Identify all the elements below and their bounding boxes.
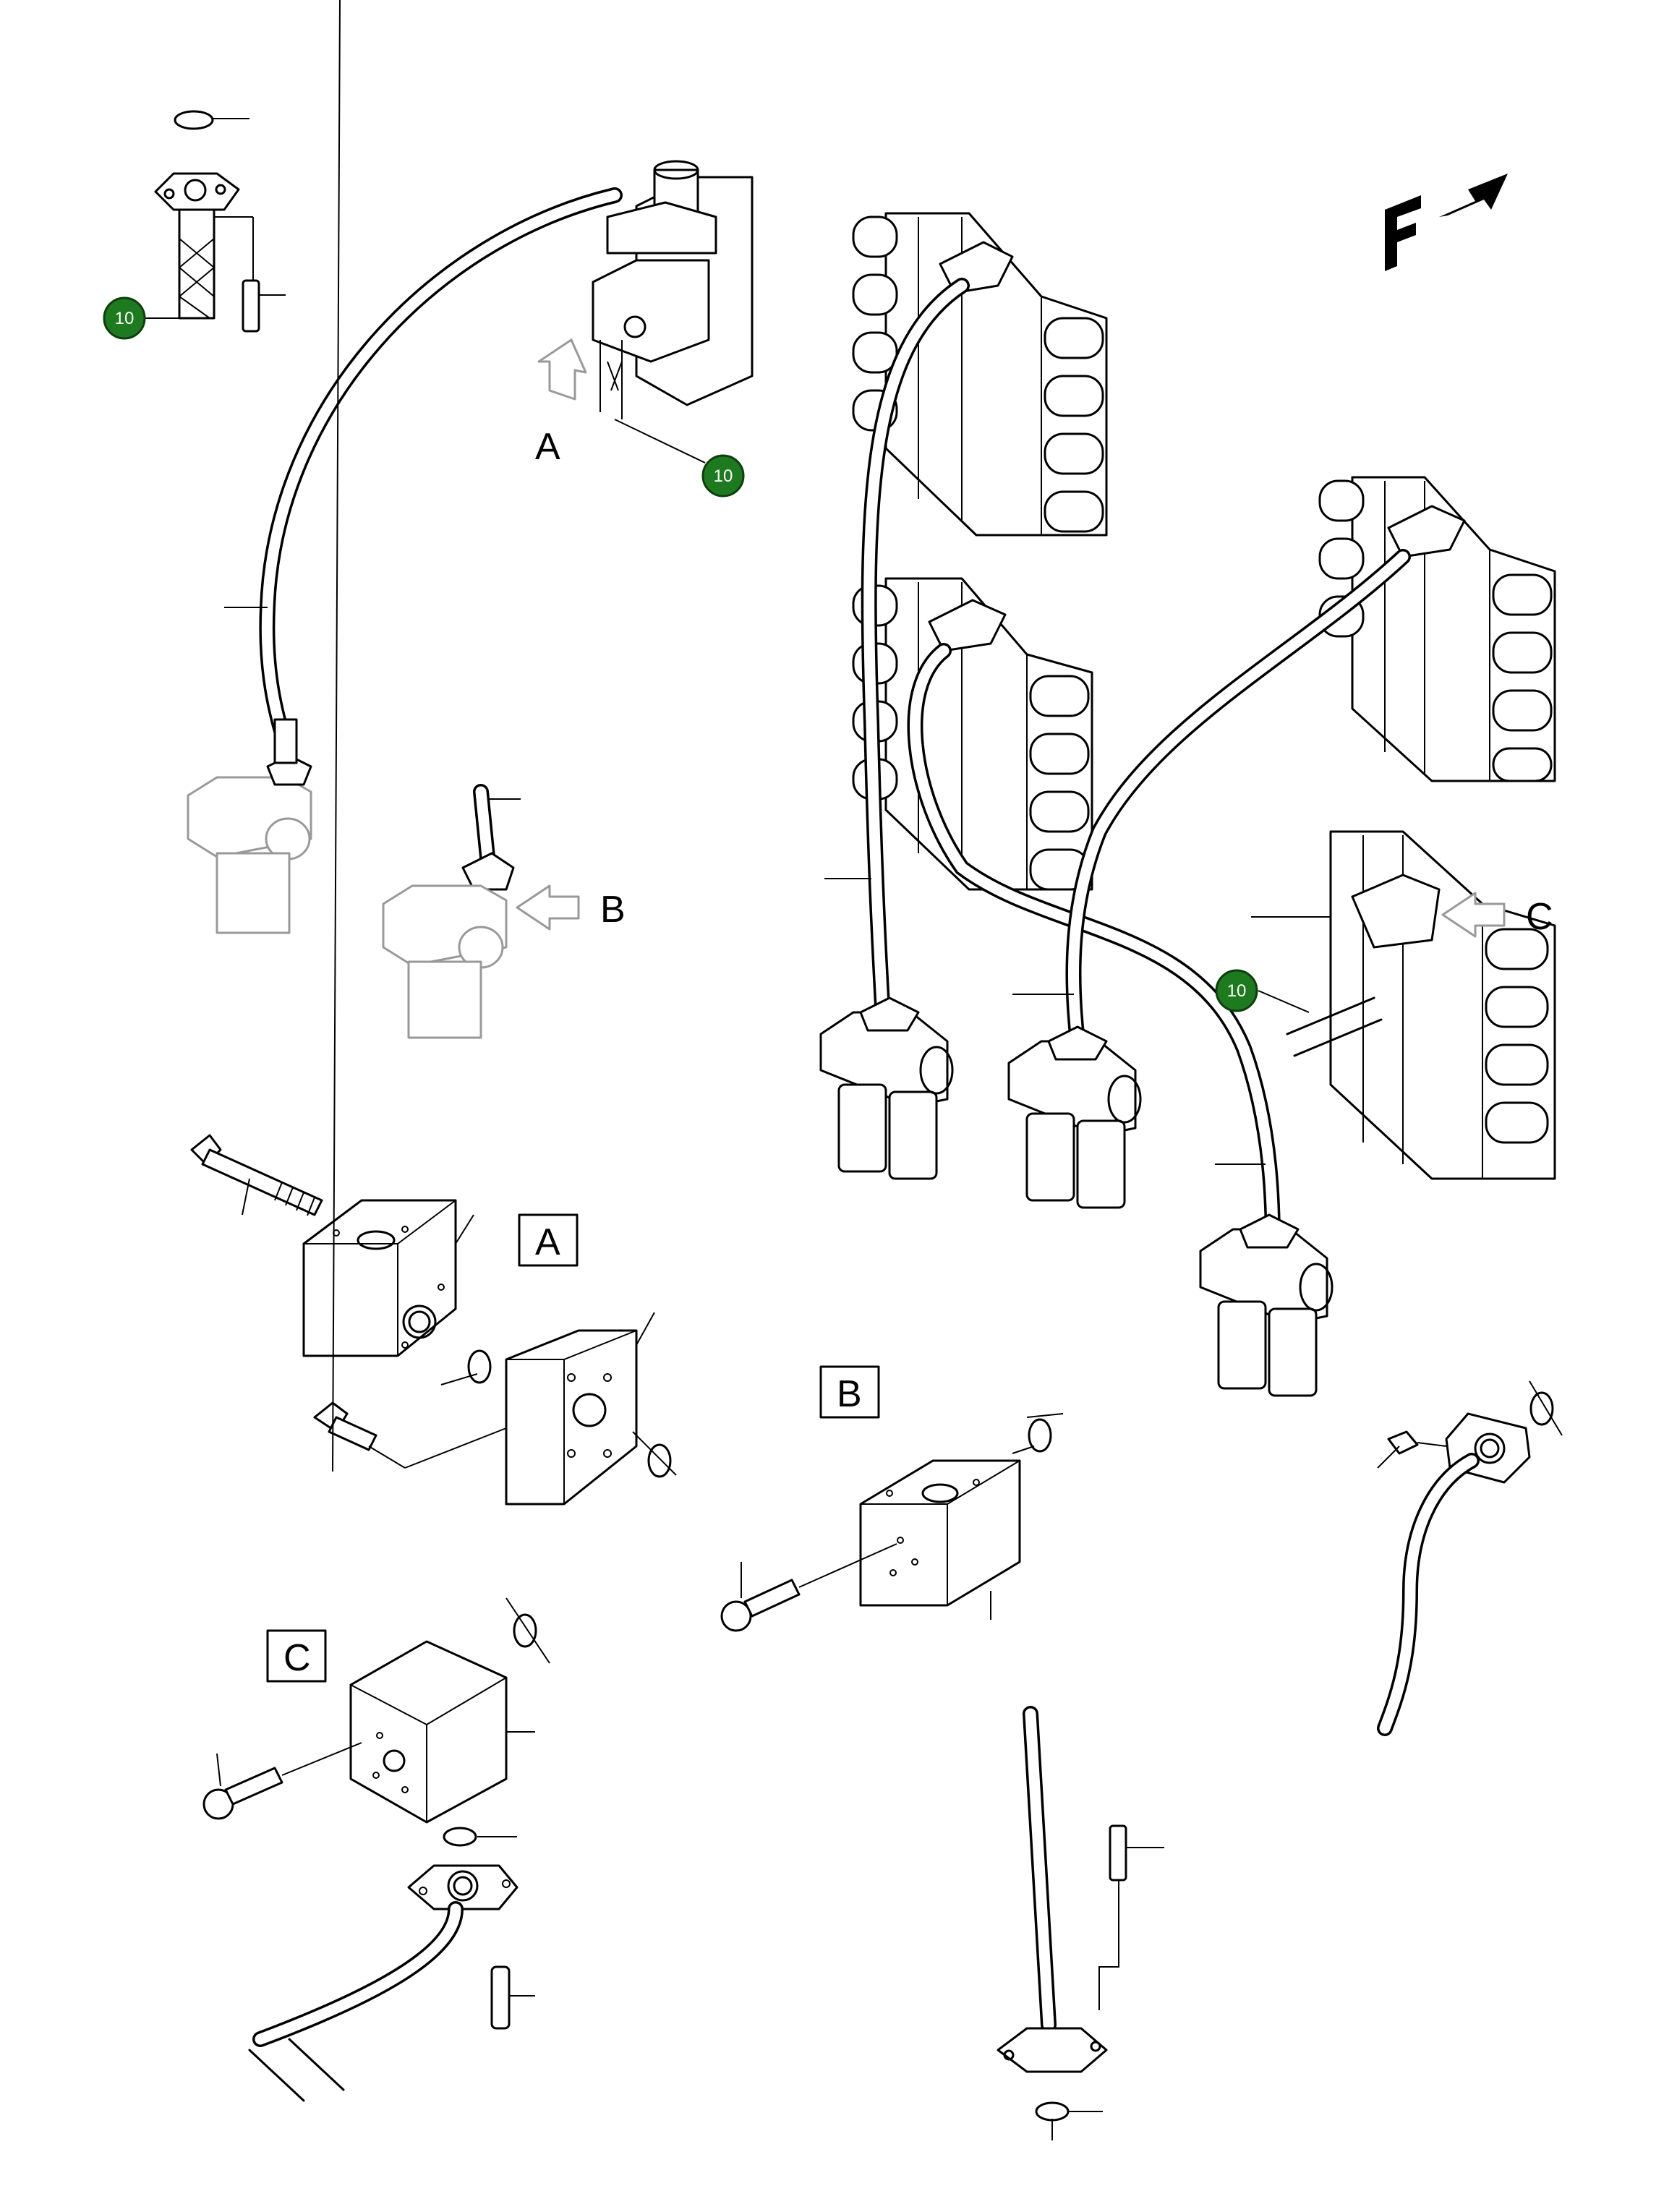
view-arrow-a-icon [537,338,587,401]
right-hoses [824,278,1411,1252]
solenoid-valve [592,160,754,419]
callout-2-value: 10 [714,466,733,486]
callout-1-value: 10 [115,309,135,328]
control-valve-bank-right-bottom: C [1251,830,1556,1180]
callout-badge-1: 10 [103,296,146,340]
detail-box-c-label: C [283,1637,311,1679]
hose-end-bottom-center [997,1706,1164,2140]
adapter-plate-a2 [505,1312,655,1506]
left-main-hose-assembly: A [187,160,754,934]
direction-letter-f [1385,195,1421,271]
dual-filter-2 [1007,1025,1142,1209]
callout-3-value: 10 [1227,981,1247,1001]
view-label-c: C [1526,896,1553,938]
hose-end-bottom-right [1377,1380,1563,1736]
direction-indicator [1385,174,1508,271]
short-bolt-a [313,0,507,1472]
filter-unit-left [187,718,312,934]
flange-hose-c [248,1864,535,2102]
view-label-b: B [600,889,626,931]
view-label-a: A [535,426,560,468]
view-arrow-b-icon [516,884,580,931]
hose-end-detail-top-left [137,110,286,333]
dual-filter-1 [819,996,954,1180]
adapter-block-b [859,1459,1021,1620]
control-valve-bank-right-top [1318,476,1556,782]
dual-filter-3 [1199,1213,1334,1397]
control-valve-bank-middle [852,577,1093,891]
detail-a: A [190,0,677,1506]
detail-c: C [202,1597,550,2102]
bolt-b [720,1543,897,1632]
long-bolt [190,1134,323,1216]
view-arrow-c-icon [1441,892,1506,938]
adapter-block-c [349,1640,535,1824]
bolt-c [202,1742,362,1820]
callout-badge-2: 10 [701,454,745,498]
detail-b: B [720,1365,1064,1632]
adapter-block-a1 [302,1199,474,1357]
view-b-assembly: B [382,784,626,1039]
arrow-forward-icon [1439,174,1508,217]
detail-box-a-label: A [535,1221,560,1263]
detail-box-b-label: B [837,1373,862,1415]
callout-badge-3: 10 [1215,969,1258,1012]
